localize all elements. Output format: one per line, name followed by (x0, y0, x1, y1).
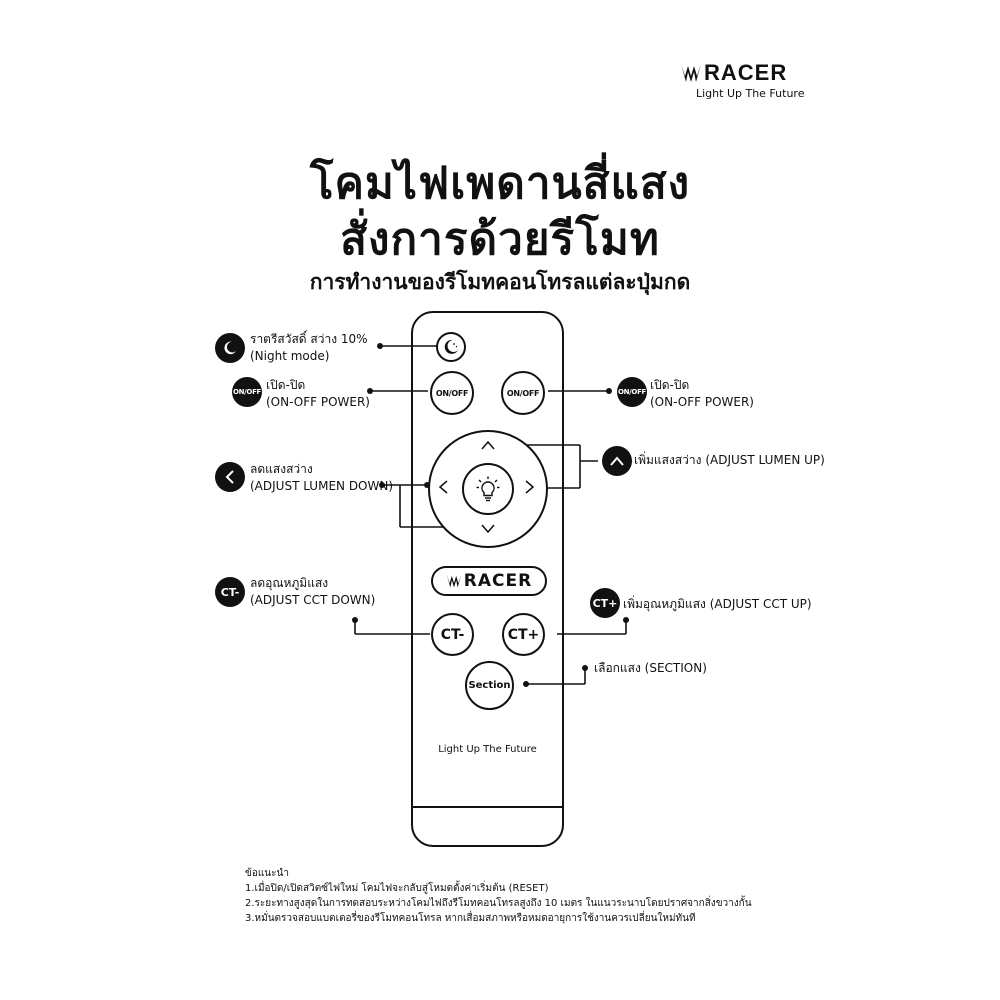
ct-up-button[interactable]: CT+ (502, 613, 545, 656)
chevron-up-icon (481, 440, 495, 450)
power-button-right[interactable]: ON/OFF (501, 371, 545, 415)
lumen-up-label: เพิ่มแสงสว่าง (ADJUST LUMEN UP) (634, 452, 825, 469)
cct-down-label-thai: ลดอุณหภูมิแสง (250, 576, 329, 590)
remote-logo: RACER (431, 566, 547, 596)
racer-claw-icon (446, 574, 462, 588)
chevron-left-icon (225, 470, 234, 484)
chevron-up-icon (610, 456, 624, 466)
lightbulb-icon (476, 476, 500, 502)
subtitle: การทำงานของรีโมทคอนโทรลแต่ละปุ่มกด (309, 270, 691, 294)
left-arrow-button[interactable] (437, 479, 449, 499)
power-left-badge: ON/OFF (232, 377, 262, 407)
cct-up-badge-text: CT+ (592, 596, 618, 610)
remote-base-line (413, 806, 562, 808)
title-line-1: โคมไฟเพดานสี่แสง (309, 158, 691, 209)
brand-logo: RACER (680, 60, 820, 86)
section-button[interactable]: Section (465, 661, 514, 710)
right-arrow-button[interactable] (524, 479, 536, 499)
lumen-up-badge (602, 446, 632, 476)
title-line-2: สั่งการด้วยรีโมท (340, 214, 660, 265)
lumen-up-button[interactable] (480, 436, 496, 455)
power-right-label-en: (ON-OFF POWER) (650, 395, 754, 409)
power-right-label: เปิด-ปิด (ON-OFF POWER) (650, 377, 754, 411)
cct-down-label: ลดอุณหภูมิแสง (ADJUST CCT DOWN) (250, 575, 375, 609)
chevron-left-icon (438, 480, 448, 494)
lumen-up-label-text: เพิ่มแสงสว่าง (ADJUST LUMEN UP) (634, 453, 825, 467)
note-item: 1.เมื่อปิด/เปิดสวิตซ์ไฟใหม่ โคมไฟจะกลับส… (245, 883, 549, 894)
lumen-down-label: ลดแสงสว่าง (ADJUST LUMEN DOWN) (250, 461, 393, 495)
light-center-button[interactable] (462, 463, 514, 515)
chevron-down-icon (481, 524, 495, 534)
power-right-badge-text: ON/OFF (617, 388, 647, 396)
power-left-badge-text: ON/OFF (232, 388, 262, 396)
night-mode-label-thai: ราตรีสวัสดิ์ สว่าง 10% (250, 332, 368, 346)
lumen-down-label-en: (ADJUST LUMEN DOWN) (250, 479, 394, 493)
section-label-text: เลือกแสง (SECTION) (594, 661, 707, 675)
chevron-right-icon (525, 480, 535, 494)
night-badge (215, 333, 245, 363)
cct-up-label: เพิ่มอุณหภูมิแสง (ADJUST CCT UP) (623, 596, 812, 613)
cct-down-badge: CT- (215, 577, 245, 607)
night-mode-button[interactable] (436, 332, 466, 362)
brand-tagline: Light Up The Future (696, 87, 805, 100)
night-mode-label-en: (Night mode) (250, 349, 330, 363)
power-right-label-thai: เปิด-ปิด (650, 378, 690, 392)
usage-notes: ข้อแนะนำ 1.เมื่อปิด/เปิดสวิตซ์ไฟใหม่ โคม… (245, 866, 805, 926)
cct-down-label-en: (ADJUST CCT DOWN) (250, 593, 376, 607)
lumen-down-button[interactable] (480, 520, 496, 539)
remote-logo-text: RACER (463, 571, 533, 591)
power-button-right-label: ON/OFF (506, 388, 540, 398)
cct-up-badge: CT+ (590, 588, 620, 618)
ct-down-label: CT- (440, 626, 465, 643)
brand: RACER Light Up The Future (680, 60, 820, 100)
power-left-label-en: (ON-OFF POWER) (266, 395, 370, 409)
moon-icon (224, 341, 237, 355)
section-button-label: Section (468, 680, 511, 691)
ct-up-label: CT+ (507, 626, 540, 643)
power-right-badge: ON/OFF (617, 377, 647, 407)
cct-down-badge-text: CT- (220, 585, 240, 599)
racer-claw-icon (681, 64, 701, 82)
remote-tagline: Light Up The Future (438, 744, 537, 755)
lumen-down-label-thai: ลดแสงสว่าง (250, 462, 313, 476)
notes-heading: ข้อแนะนำ (245, 868, 289, 879)
power-button-left-label: ON/OFF (435, 388, 469, 398)
ct-down-button[interactable]: CT- (431, 613, 474, 656)
section-label: เลือกแสง (SECTION) (594, 660, 707, 677)
power-left-label-thai: เปิด-ปิด (266, 378, 306, 392)
cct-up-label-text: เพิ่มอุณหภูมิแสง (ADJUST CCT UP) (623, 597, 812, 611)
moon-icon (444, 339, 458, 354)
remote-body (411, 311, 564, 847)
note-item: 3.หมั่นตรวจสอบแบตเตอรี่ของรีโมทคอนโทรล ห… (245, 913, 696, 924)
brand-name: RACER (704, 60, 788, 85)
night-mode-label: ราตรีสวัสดิ์ สว่าง 10% (Night mode) (250, 331, 368, 365)
power-left-label: เปิด-ปิด (ON-OFF POWER) (266, 377, 370, 411)
note-item: 2.ระยะทางสูงสุดในการทดสอบระหว่างโคมไฟถึง… (245, 898, 752, 909)
lumen-down-badge (215, 462, 245, 492)
power-button-left[interactable]: ON/OFF (430, 371, 474, 415)
